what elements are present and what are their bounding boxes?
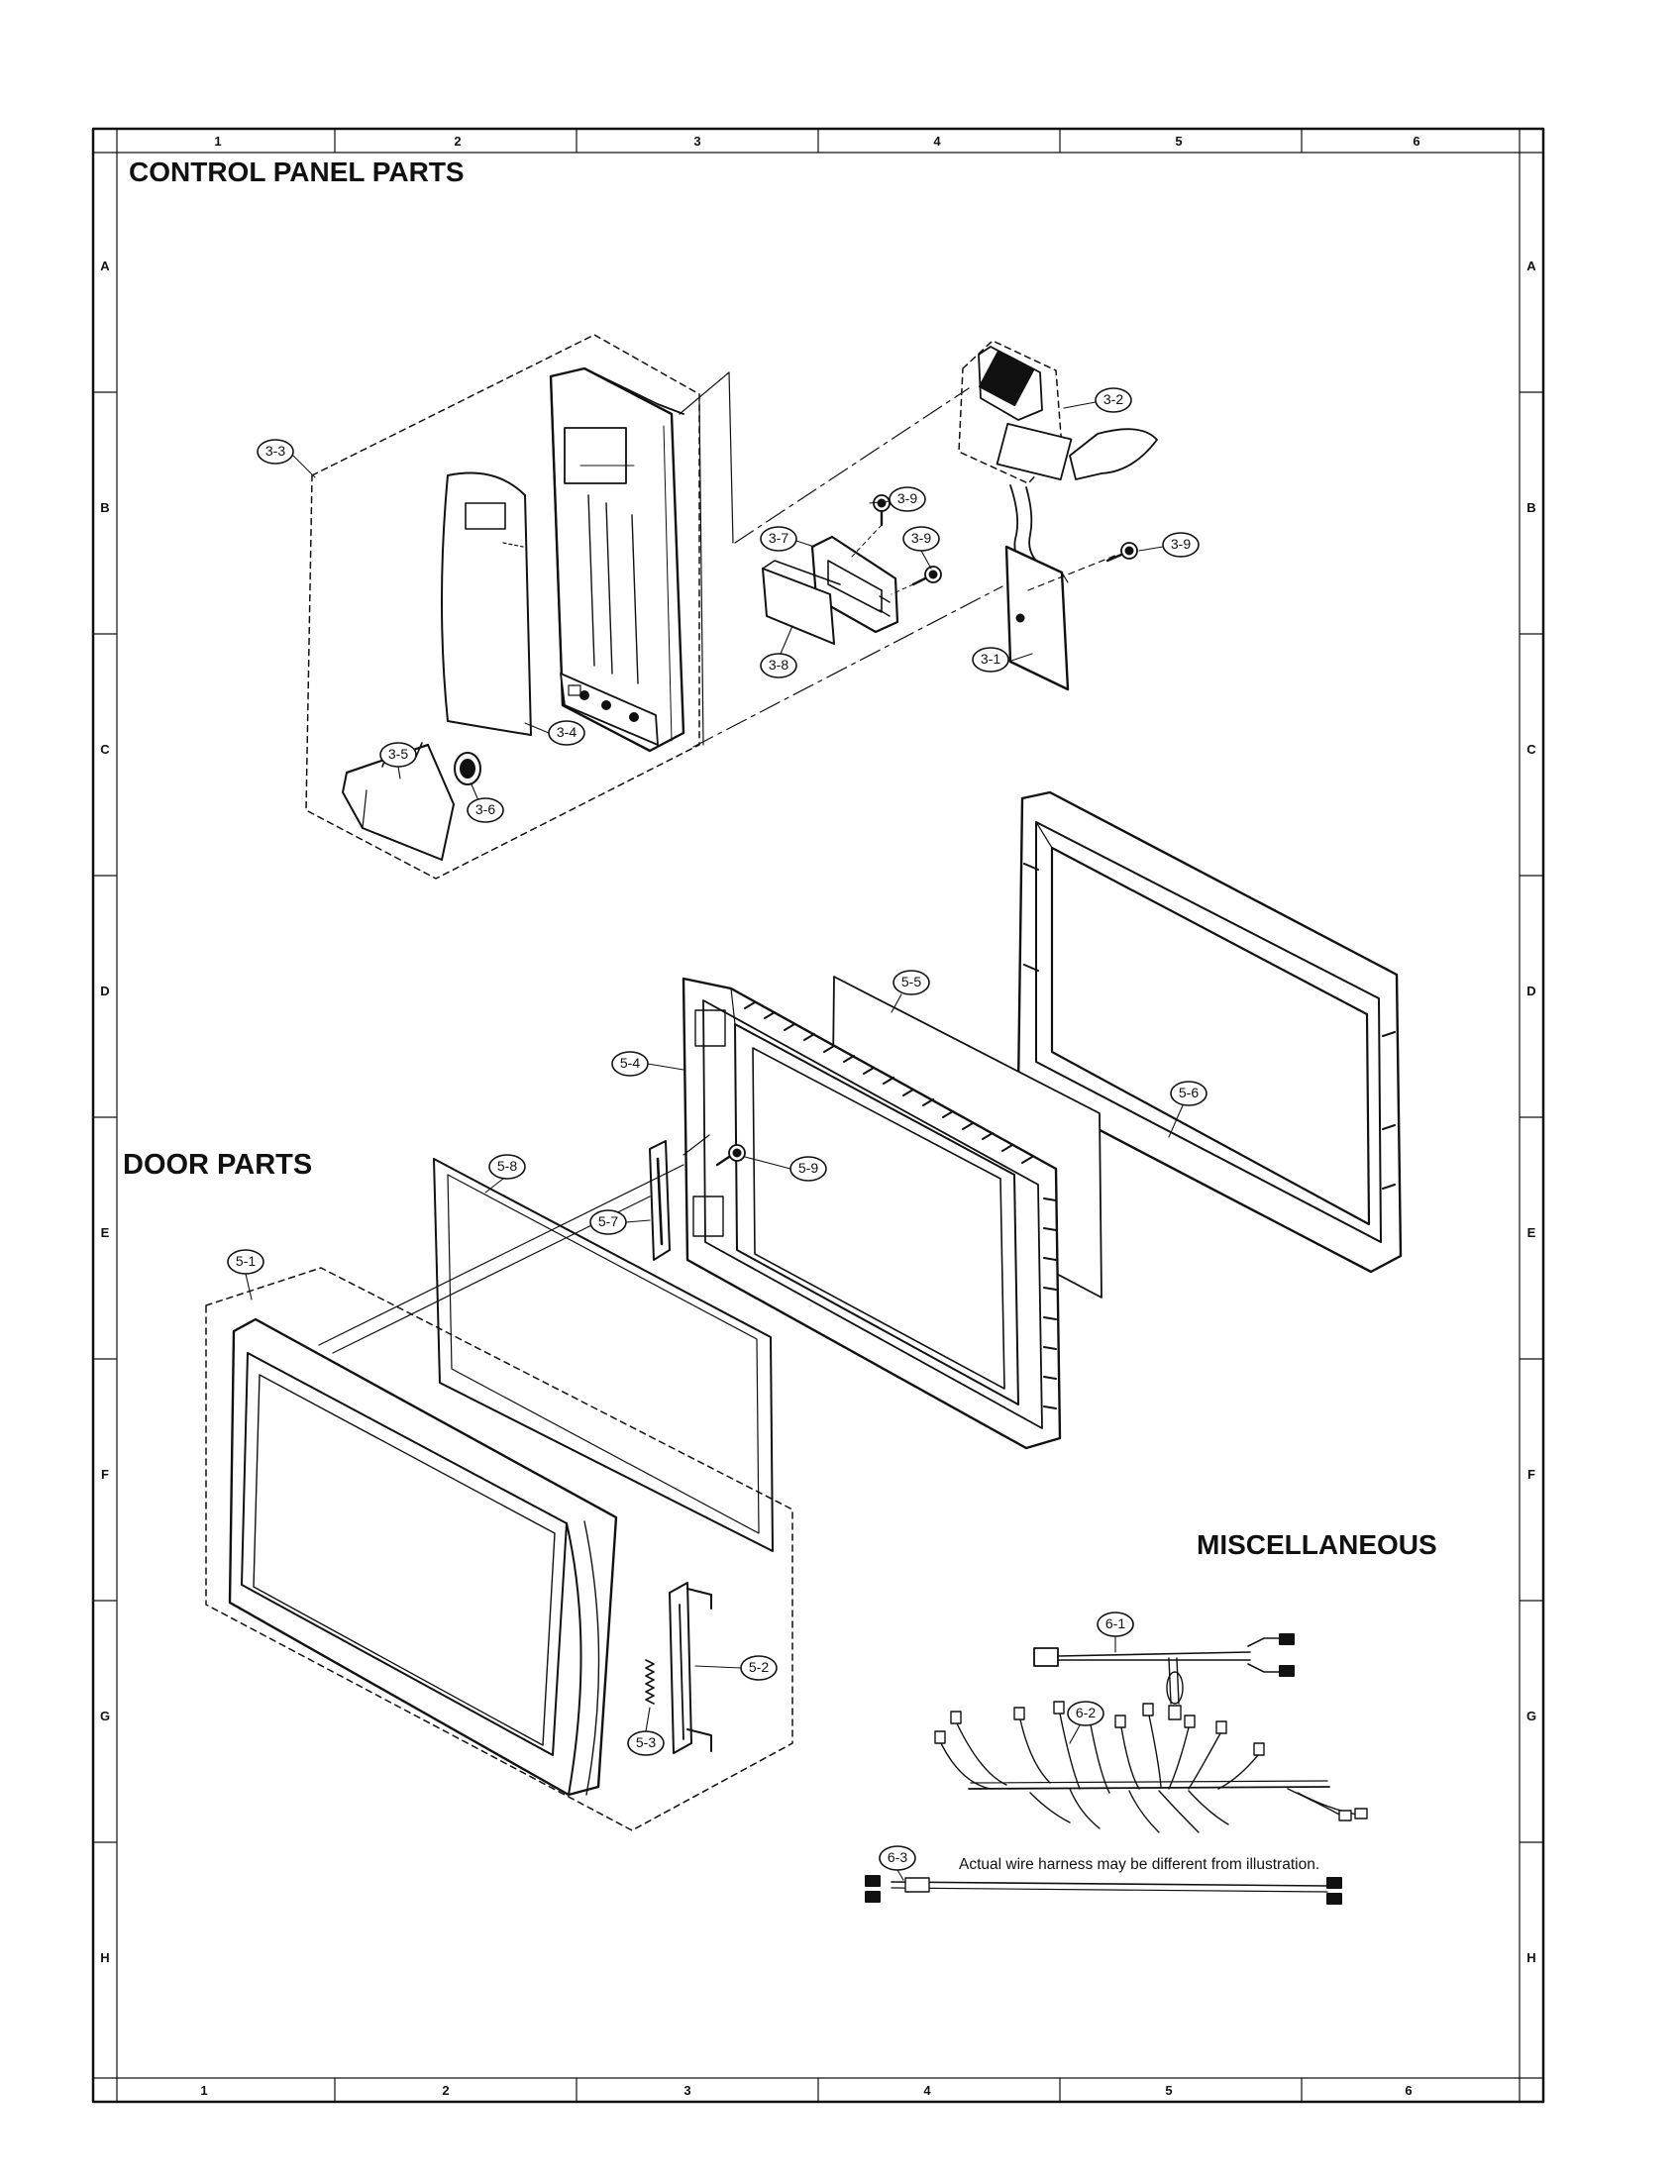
callout-3-9-b: 3-9 bbox=[910, 530, 932, 546]
wire-harness-note: Actual wire harness may be different fro… bbox=[959, 1856, 1320, 1873]
grid-col-3-top: 3 bbox=[693, 134, 701, 149]
circuit-board-3-1 bbox=[1004, 545, 1118, 691]
grid-row-d-right: D bbox=[1526, 984, 1536, 998]
grid-row-h-left: H bbox=[100, 1950, 110, 1965]
callout-6-1: 6-1 bbox=[1104, 1615, 1126, 1631]
spring-5-3 bbox=[645, 1659, 655, 1705]
callout-5-8: 5-8 bbox=[496, 1158, 518, 1174]
control-panel-frame bbox=[549, 366, 685, 753]
grid-col-4-top: 4 bbox=[933, 134, 941, 149]
grid-col-6-bottom: 6 bbox=[1405, 2083, 1413, 2098]
callout-3-4: 3-4 bbox=[556, 724, 578, 740]
callout-5-2: 5-2 bbox=[748, 1659, 770, 1675]
callout-5-1: 5-1 bbox=[235, 1253, 257, 1269]
ribbon-cable-3-2 bbox=[958, 340, 1158, 568]
display-cover-3-8 bbox=[762, 560, 841, 645]
miscellaneous-parts bbox=[865, 1633, 1368, 1905]
latch-5-7 bbox=[649, 1140, 671, 1261]
callout-bubbles bbox=[227, 387, 1208, 1871]
callout-5-9: 5-9 bbox=[797, 1160, 819, 1176]
grid-row-e-right: E bbox=[1526, 1225, 1536, 1240]
door-frame-5-6 bbox=[1016, 790, 1403, 1274]
grid-row-c-left: C bbox=[100, 742, 110, 757]
callout-5-7: 5-7 bbox=[597, 1213, 619, 1229]
grid-row-h-right: H bbox=[1526, 1950, 1536, 1965]
grid-col-6-top: 6 bbox=[1413, 134, 1420, 149]
callout-5-4: 5-4 bbox=[619, 1055, 641, 1071]
grid-col-2-bottom: 2 bbox=[442, 2083, 450, 2098]
door-chassis-5-4 bbox=[682, 977, 1062, 1450]
door-parts-title: DOOR PARTS bbox=[123, 1149, 313, 1181]
leader-lines bbox=[245, 401, 1184, 1881]
grid-row-a-right: A bbox=[1526, 259, 1536, 273]
grid-col-2-top: 2 bbox=[454, 134, 462, 149]
callout-3-9-a: 3-9 bbox=[896, 490, 918, 506]
control-panel-parts bbox=[305, 334, 1158, 880]
callout-3-7: 3-7 bbox=[768, 530, 789, 546]
grid-col-4-bottom: 4 bbox=[923, 2083, 931, 2098]
screw-3-9-b bbox=[891, 566, 942, 595]
projection-lines bbox=[679, 371, 1003, 748]
screw-3-9-c bbox=[1105, 542, 1138, 563]
grid-row-b-left: B bbox=[100, 500, 110, 515]
grid-row-c-right: C bbox=[1526, 742, 1536, 757]
grid-row-b-right: B bbox=[1526, 500, 1536, 515]
callout-5-6: 5-6 bbox=[1178, 1085, 1200, 1100]
membrane-sheet-3-4 bbox=[441, 471, 532, 736]
door-parts bbox=[205, 790, 1403, 1831]
wire-harness-6-1 bbox=[1033, 1633, 1295, 1720]
grid-row-f-left: F bbox=[101, 1467, 109, 1482]
spring-3-6 bbox=[454, 752, 481, 785]
door-screen-5-8 bbox=[433, 1158, 774, 1552]
miscellaneous-title: MISCELLANEOUS bbox=[1197, 1529, 1437, 1560]
grid-row-f-right: F bbox=[1527, 1467, 1535, 1482]
screw-5-9 bbox=[715, 1144, 746, 1167]
sheet-border bbox=[91, 127, 1545, 2104]
assembly-outline-5-1 bbox=[205, 1267, 793, 1831]
callout-6-3: 6-3 bbox=[887, 1849, 908, 1865]
callout-3-6: 3-6 bbox=[474, 801, 496, 817]
grid-row-g-left: G bbox=[99, 1709, 111, 1723]
outer-door-5-1 bbox=[228, 1317, 618, 1797]
grid-row-a-left: A bbox=[100, 259, 110, 273]
callout-3-1: 3-1 bbox=[980, 651, 1001, 667]
callout-3-2: 3-2 bbox=[1102, 391, 1124, 407]
wire-lead-6-3 bbox=[865, 1875, 1342, 1905]
grid-row-g-right: G bbox=[1525, 1709, 1537, 1723]
assembly-outline-3-3 bbox=[305, 334, 700, 880]
screw-3-9-a bbox=[851, 494, 891, 558]
callout-3-8: 3-8 bbox=[768, 657, 789, 673]
callout-3-5: 3-5 bbox=[387, 746, 409, 762]
callout-5-3: 5-3 bbox=[635, 1734, 657, 1750]
callout-3-9-c: 3-9 bbox=[1170, 536, 1192, 552]
wire-harness-6-2 bbox=[934, 1701, 1368, 1833]
grid-col-5-top: 5 bbox=[1175, 134, 1183, 149]
grid-row-e-left: E bbox=[100, 1225, 110, 1240]
callout-3-3: 3-3 bbox=[264, 443, 286, 459]
grid-col-3-bottom: 3 bbox=[683, 2083, 691, 2098]
control-panel-parts-title: CONTROL PANEL PARTS bbox=[129, 156, 465, 187]
grid-row-d-left: D bbox=[100, 984, 110, 998]
grid-col-5-bottom: 5 bbox=[1165, 2083, 1173, 2098]
grid-col-1-bottom: 1 bbox=[200, 2083, 208, 2098]
callout-5-5: 5-5 bbox=[900, 974, 922, 989]
callout-6-2: 6-2 bbox=[1075, 1705, 1097, 1720]
latch-hook-5-2 bbox=[669, 1582, 712, 1754]
grid-col-1-top: 1 bbox=[214, 134, 222, 149]
